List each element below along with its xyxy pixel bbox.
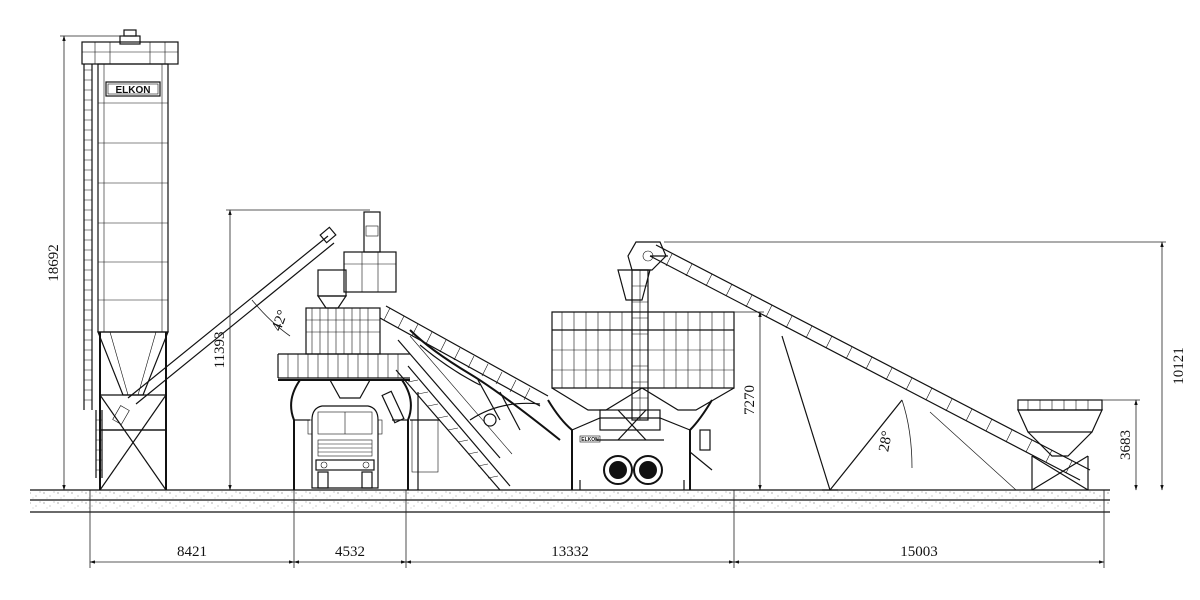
bucket-elevator: [617, 241, 668, 421]
dimension-lines: [60, 35, 1166, 568]
angle-screw: 42°: [269, 308, 291, 333]
dim-conveyor-height: 10121: [1171, 347, 1187, 385]
dim-feeder-height: 3683: [1118, 430, 1134, 460]
bin-logo-text: ELKON: [581, 437, 599, 443]
dim-silo-height: 18692: [46, 244, 62, 282]
feeder-conveyor: [649, 244, 1091, 491]
angle-conveyor: 28°: [876, 430, 895, 453]
cement-silo: [81, 29, 179, 491]
aggregate-bins: [547, 311, 735, 490]
access-stairs: [395, 335, 513, 491]
dim-bin-height: 7270: [742, 385, 758, 415]
dim-base-3: 13332: [551, 544, 589, 560]
mixer-truck: [307, 405, 383, 489]
silo-logo-text: ELKON: [116, 85, 151, 96]
mixing-tower: [277, 211, 412, 490]
screw-conveyor: [127, 226, 337, 405]
ground: [30, 489, 1110, 513]
receiving-hopper: [1017, 399, 1103, 491]
dim-base-2: 4532: [335, 544, 365, 560]
dim-base-4: 15003: [900, 544, 938, 560]
dim-base-1: 8421: [177, 544, 207, 560]
inclined-belt: [379, 305, 561, 441]
dim-plant-height: 11393: [212, 332, 228, 369]
